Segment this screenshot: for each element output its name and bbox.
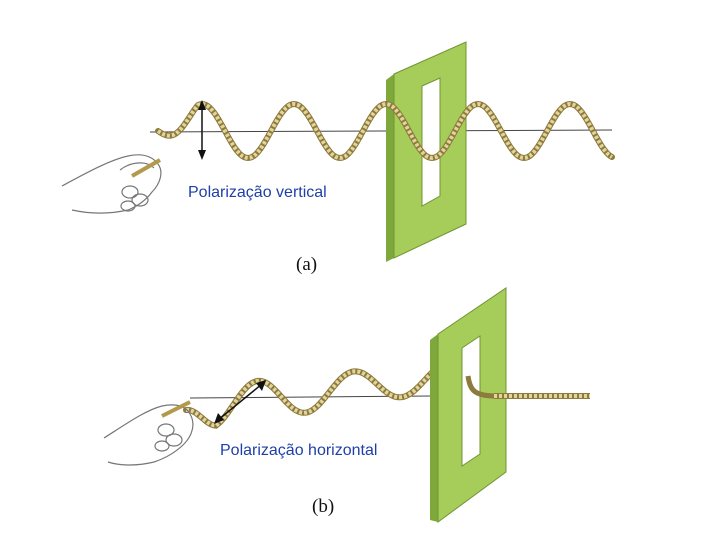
horizontal-arrow-icon	[214, 380, 266, 424]
caption-b: (b)	[312, 496, 334, 517]
rope-b-after-slit	[465, 375, 590, 399]
label-vertical-polarization: Polarização vertical	[188, 184, 327, 201]
hand-icon-b	[103, 400, 194, 466]
vertical-arrow-icon	[198, 100, 206, 160]
slit-frame-side-a	[386, 74, 394, 262]
slit-opening-a	[421, 77, 441, 207]
slit-frame-side-b	[430, 334, 438, 522]
label-horizontal-polarization: Polarização horizontal	[220, 442, 377, 459]
rope-a-beads	[156, 101, 614, 161]
panel-b: Polarização horizontal (b)	[103, 287, 590, 523]
panel-a: Polarização vertical (a)	[61, 41, 615, 275]
slit-opening-b	[461, 335, 481, 467]
rope-b-beads	[185, 369, 434, 428]
hand-icon-a	[61, 154, 162, 214]
axis-line-a	[149, 129, 613, 133]
caption-a: (a)	[296, 254, 317, 275]
